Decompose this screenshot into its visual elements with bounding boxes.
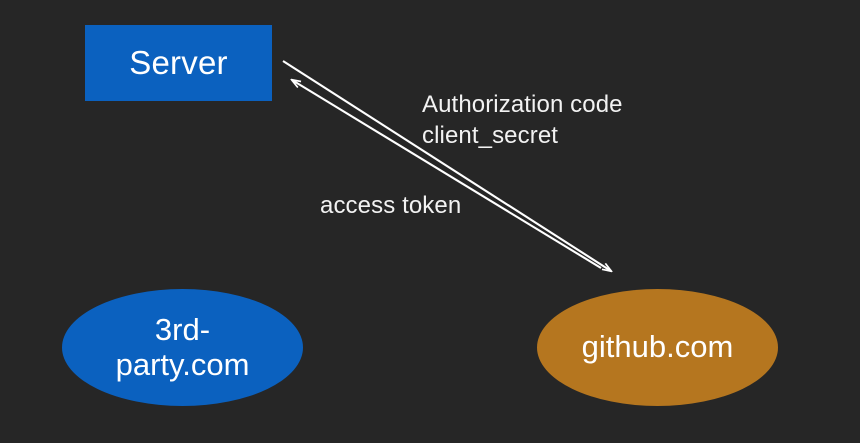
- edge-label-access-token: access token: [320, 192, 462, 219]
- node-github[interactable]: github.com: [537, 289, 778, 406]
- node-third-party[interactable]: 3rd-party.com: [62, 289, 303, 406]
- edge-label-authorization-code: Authorization code client_secret: [422, 91, 623, 149]
- node-github-label: github.com: [581, 329, 734, 365]
- node-third-party-label: 3rd-party.com: [115, 311, 250, 382]
- node-server-label: Server: [129, 44, 228, 82]
- node-server[interactable]: Server: [85, 25, 272, 101]
